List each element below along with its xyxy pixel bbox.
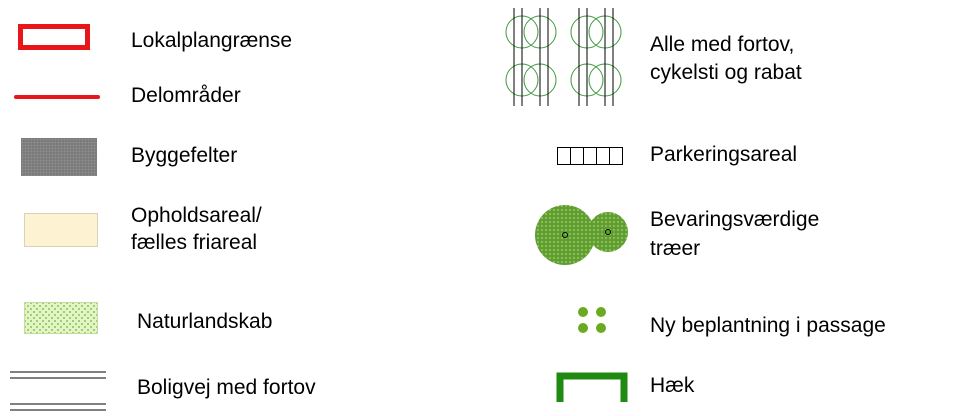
parking-area-symbol (557, 147, 623, 165)
avenue-trees-symbol (505, 8, 622, 106)
legend-label-byggefelter: Byggefelter (131, 144, 238, 167)
legend-label-lokalplangraense: Lokalplangrænse (131, 29, 293, 52)
legend-label-parkeringsareal: Parkeringsareal (650, 143, 798, 166)
legend-label-boligvej: Boligvej med fortov (137, 376, 316, 399)
hedge-symbol (556, 372, 628, 402)
nature-landscape-symbol (24, 302, 98, 334)
legend-label-opholdsareal-line2: fælles friareal (131, 231, 258, 254)
recreation-area-symbol (24, 213, 98, 247)
subarea-line-symbol (14, 95, 100, 99)
legend-label-ny-beplantning: Ny beplantning i passage (650, 314, 886, 337)
legend-label-alle-line2: cykelsti og rabat (650, 61, 802, 84)
legend-label-opholdsareal-line1: Opholdsareal/ (131, 204, 262, 227)
legend-label-bevaringsvaerdige-line2: træer (650, 237, 701, 260)
legend-label-haek: Hæk (650, 374, 695, 397)
building-field-symbol (21, 138, 97, 176)
legend-label-delomraader: Delområder (131, 84, 241, 107)
new-planting-symbol (578, 307, 606, 333)
lokalplan-boundary-symbol (18, 24, 90, 50)
legend-label-alle-line1: Alle med fortov, (650, 33, 795, 56)
legend-label-naturlandskab: Naturlandskab (137, 310, 273, 333)
preserved-trees-symbol (535, 205, 628, 265)
residential-road-symbol (10, 371, 106, 411)
legend-label-bevaringsvaerdige-line1: Bevaringsværdige (650, 208, 820, 231)
